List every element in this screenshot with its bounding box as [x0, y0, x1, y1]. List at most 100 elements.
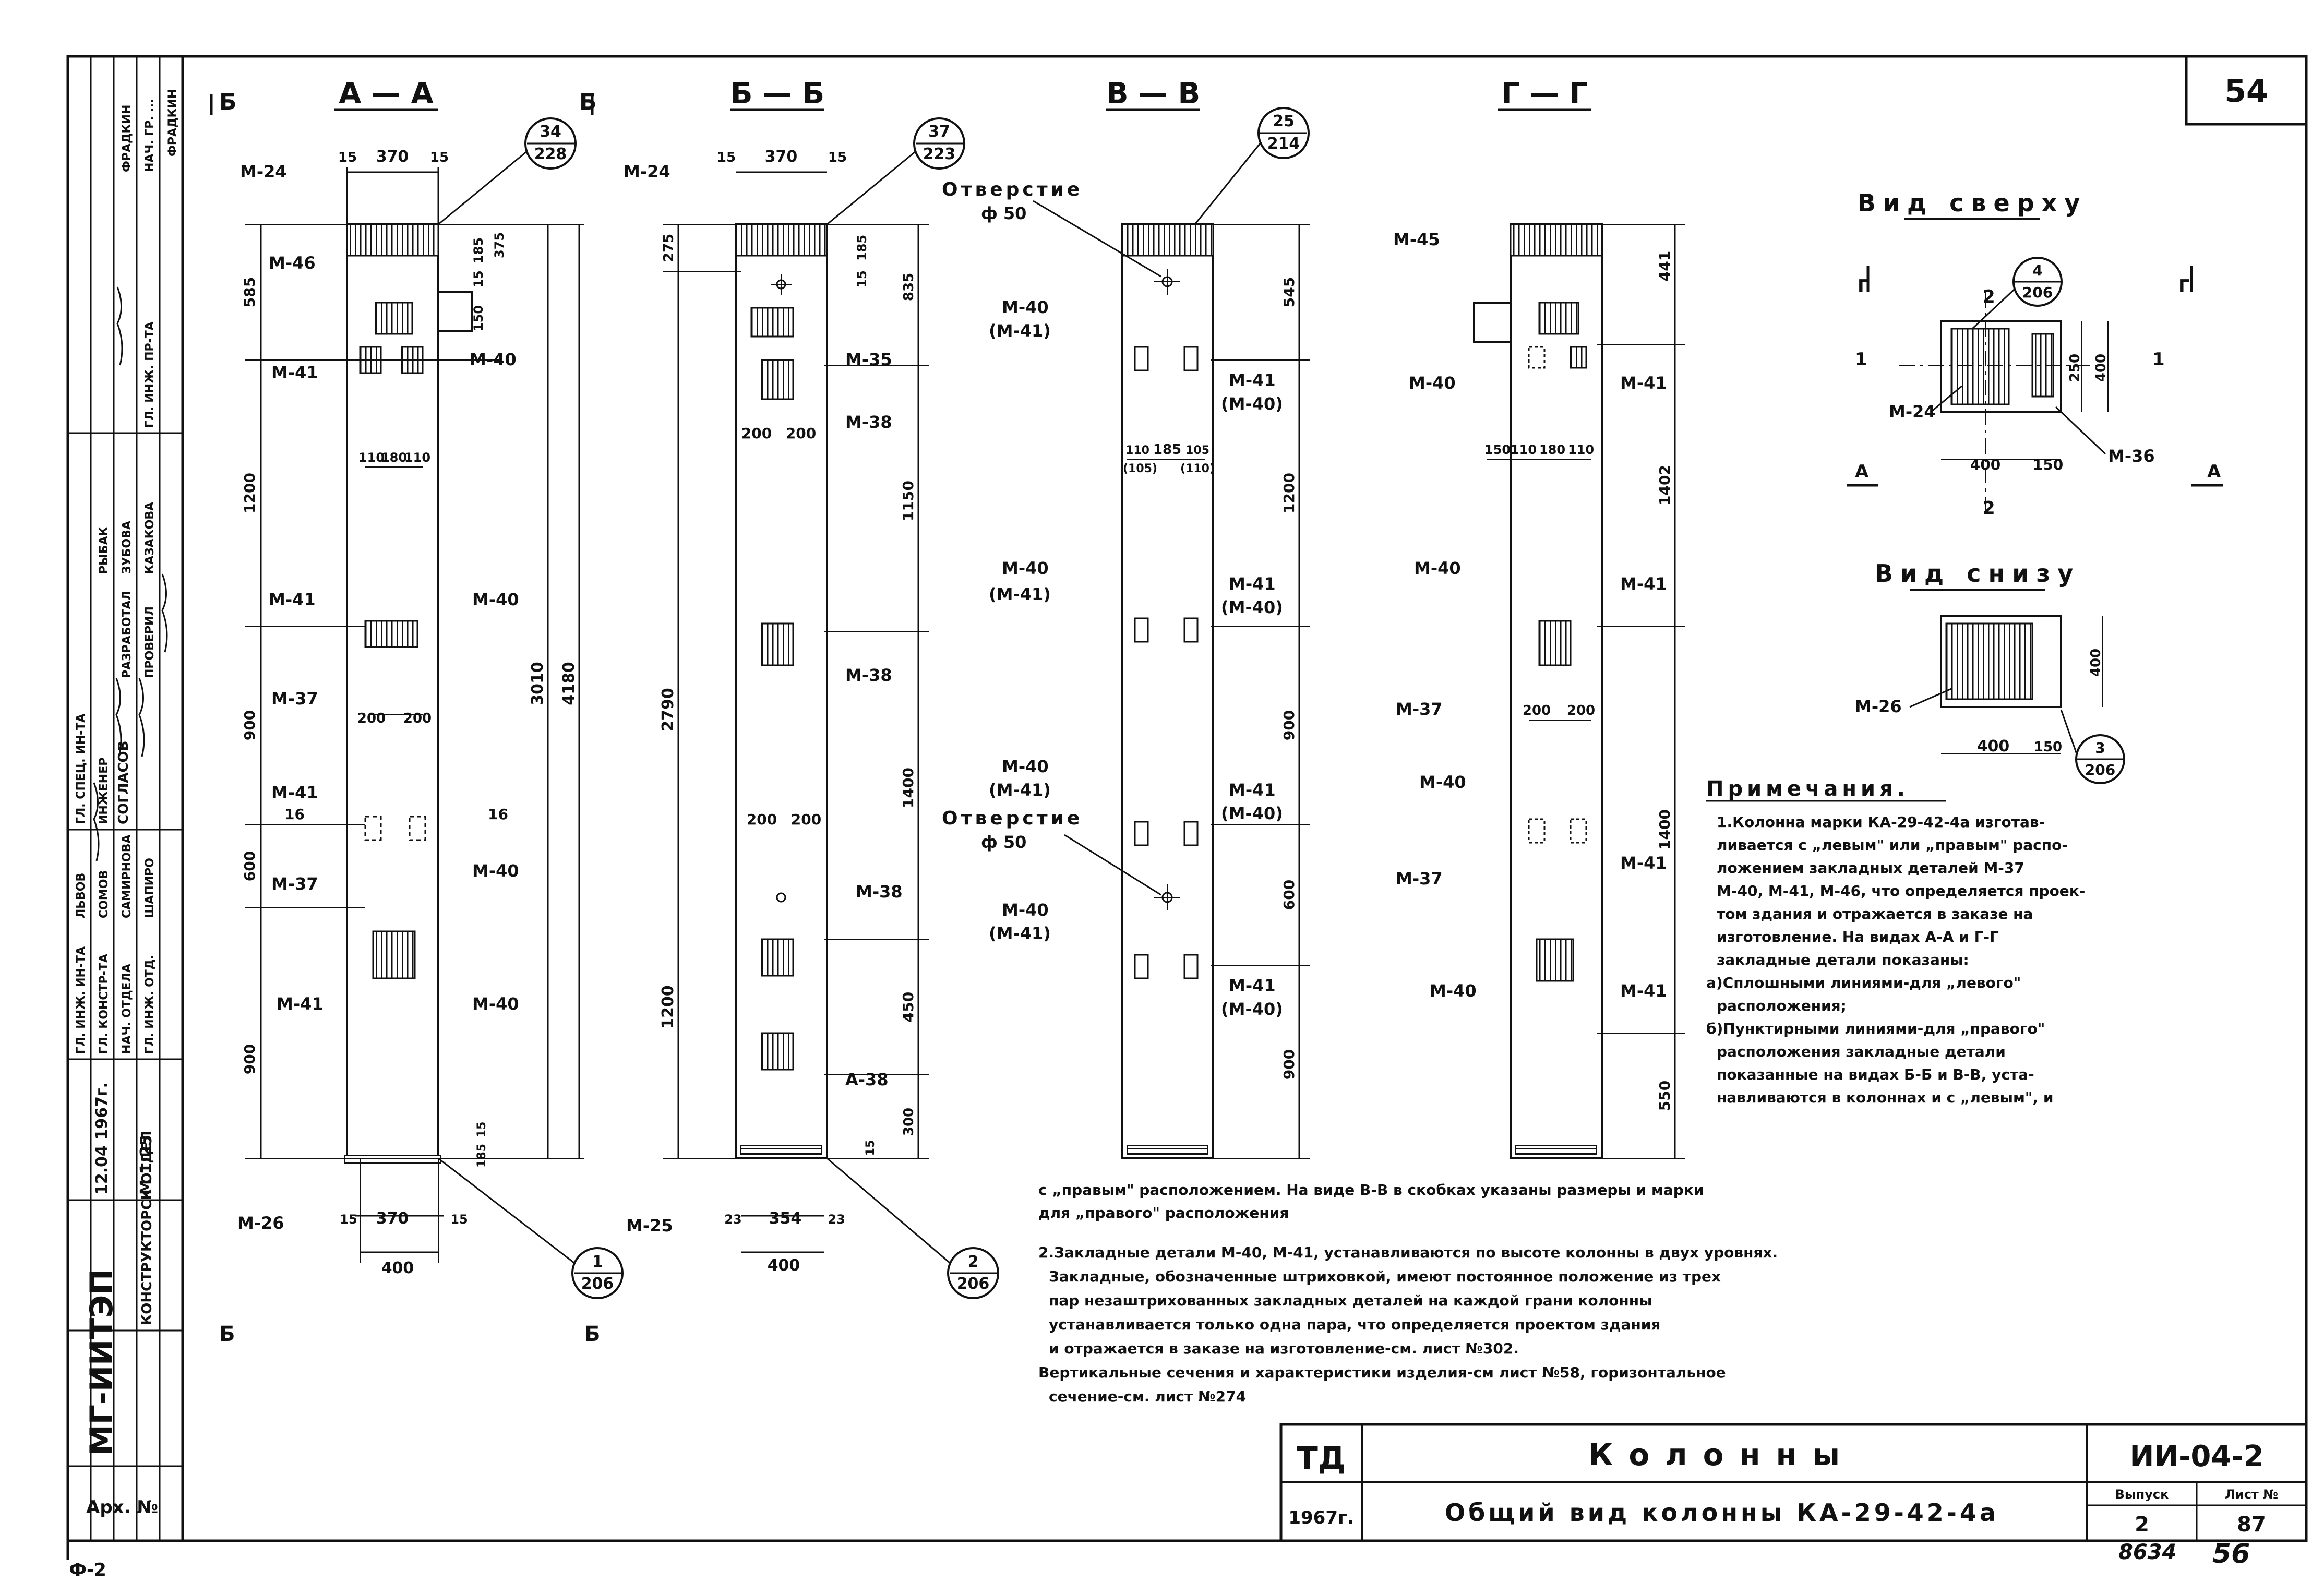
dim-label: (110) — [1180, 462, 1215, 475]
dim-label: 200 — [1523, 703, 1551, 718]
part-mark: М-37 — [271, 689, 318, 709]
notes-title: Примечания. — [1706, 777, 1909, 801]
callout-den: 228 — [534, 145, 567, 163]
top-view-title: Вид сверху — [1858, 189, 2088, 217]
view-a-title: А — А — [339, 77, 434, 111]
dim-label: 900 — [1280, 710, 1298, 740]
part-mark: М-41 — [277, 994, 324, 1014]
dim-label: 900 — [241, 710, 258, 740]
stamp-role: ИНЖЕНЕР — [98, 758, 111, 824]
stamp-roles: ГЛ. ИНЖ. ИН-ТА ГЛ. КОНСТР-ТА НАЧ. ОТДЕЛА… — [75, 591, 157, 1054]
part-mark: М-46 — [269, 253, 316, 273]
callout-den: 214 — [1267, 135, 1300, 153]
dim-label: 545 — [1280, 277, 1298, 307]
note-line: расположения закладные детали — [1717, 1043, 2006, 1060]
stamp-name: САМИРНОВА — [121, 834, 134, 918]
view-c-labels: Отверстие ф 50 Отверстие ф 50 545 1200 9… — [942, 107, 1310, 1080]
section-mark: А — [1855, 461, 1869, 482]
stamp-role: ГЛ. ИНЖ. ОТД. — [143, 955, 157, 1054]
title-org-code: ТД — [1297, 1440, 1346, 1477]
section-mark: А — [2207, 461, 2221, 482]
stamp-name: ШАПИРО — [143, 858, 157, 918]
dim-label: 200 — [747, 811, 777, 828]
note-line: с „правым" расположением. На виде В-В в … — [1038, 1181, 1704, 1199]
note-line: б)Пунктирными линиями-для „правого" — [1706, 1020, 2045, 1037]
dept-name: КОНСТРУКТОРСК ОТДЕЛ — [139, 1131, 155, 1325]
note-line: ливается с „левым" или „правым" распо- — [1717, 836, 2068, 854]
dim-label: 1200 — [659, 985, 677, 1029]
dim-label: 250 — [2067, 354, 2083, 382]
stamp-role: НАЧ. ГР. ... — [143, 99, 157, 172]
callout-circle — [947, 1247, 999, 1299]
section-mark: Г — [2178, 276, 2190, 297]
part-mark: А-38 — [845, 1070, 889, 1089]
title-sheet: 87 — [2237, 1513, 2266, 1537]
stamp-role: ФРАДКИН — [121, 105, 134, 172]
part-mark: М-37 — [271, 874, 318, 894]
dim-label: 110 — [358, 450, 385, 465]
dim-label: 1200 — [1280, 473, 1298, 513]
callout-den: 206 — [2022, 284, 2053, 301]
stamp-role: РАЗРАБОТАЛ — [121, 591, 134, 678]
stamp-name: ФРАДКИН — [166, 89, 179, 157]
stamp-names: ЛЬВОВ СОМОВ САМИРНОВА ШАПИРО ФРАДКИН РЫБ… — [75, 89, 179, 918]
part-mark: (М-41) — [989, 321, 1051, 341]
part-mark: М-24 — [1889, 402, 1936, 422]
part-mark: М-41 — [1620, 981, 1667, 1001]
part-mark: М-41 — [1229, 780, 1276, 800]
part-mark: М-40 — [1419, 772, 1466, 792]
dim-label: 110 — [1125, 444, 1149, 457]
dim-label: 15 — [828, 150, 847, 165]
part-mark: М-35 — [845, 350, 892, 369]
stamp-role: ГЛ. ИНЖ. ИН-ТА — [75, 946, 88, 1054]
bottom-page: 56 — [2212, 1538, 2250, 1569]
org-name: МГ-ИИТЭП — [83, 1269, 120, 1456]
part-mark: (М-40) — [1221, 597, 1283, 617]
part-mark: М-40 — [1409, 373, 1456, 393]
dim-label: 185 — [855, 235, 869, 261]
dim-label: 400 — [2093, 354, 2109, 382]
dim-label: 105 — [1185, 444, 1209, 457]
cut-letter: Б — [219, 89, 237, 115]
view-d-labels: 441 1402 1400 550 150 110 180 110 200 20… — [1393, 230, 1673, 1111]
dim-label: (105) — [1123, 462, 1157, 475]
dim-label: 200 — [357, 711, 386, 726]
part-mark: М-41 — [1620, 574, 1667, 594]
cut-letter: Б — [219, 1322, 235, 1346]
part-mark: М-38 — [845, 412, 892, 432]
dim-label: 370 — [765, 148, 798, 166]
dim-label: 370 — [376, 1209, 409, 1228]
part-mark: М-45 — [1393, 230, 1440, 249]
stamp-name: КАЗАКОВА — [143, 502, 157, 574]
note-line: и отражается в заказе на изготовление-см… — [1049, 1340, 1519, 1357]
callout-num: 37 — [928, 123, 950, 141]
left-stamp-strip — [67, 55, 184, 1542]
dim-label: 150 — [1484, 442, 1511, 457]
callout-circle — [571, 1247, 624, 1299]
dim-label: 110 — [1511, 442, 1537, 457]
dim-label: 4180 — [560, 662, 578, 705]
dim-label: 400 — [1977, 737, 2010, 756]
title-name: Колонны — [1588, 1437, 1855, 1472]
note-line: том здания и отражается в заказе на — [1717, 905, 2033, 922]
section-mark: 1 — [2152, 349, 2165, 370]
dim-label: 600 — [1280, 880, 1298, 910]
dim-label: 15 — [475, 1122, 488, 1138]
part-mark: М-41 — [1229, 370, 1276, 390]
stamp-role: ГЛ. СПЕЦ. ИН-ТА — [75, 714, 88, 824]
part-mark: М-25 — [626, 1216, 673, 1236]
callout-den: 223 — [923, 145, 956, 163]
part-mark: М-37 — [1396, 699, 1443, 719]
dim-label: 1150 — [900, 481, 917, 521]
sheet-number: 54 — [2224, 73, 2268, 110]
callout-circle — [2075, 734, 2125, 784]
note-line: навливаются в колоннах и с „левым", и — [1717, 1089, 2053, 1106]
stamp-name: СОМОВ — [98, 870, 111, 918]
dim-label: 150 — [2034, 739, 2062, 755]
view-a-labels: 15 370 15 185 15 375 150 585 1200 900 60… — [219, 117, 624, 1346]
stamp-signatures — [93, 286, 168, 861]
part-mark: М-40 — [472, 994, 519, 1014]
view-b: Б — Б — [663, 77, 929, 1253]
view-d: Г — Г — [1473, 77, 1685, 1159]
dim-label: 2790 — [659, 688, 677, 732]
